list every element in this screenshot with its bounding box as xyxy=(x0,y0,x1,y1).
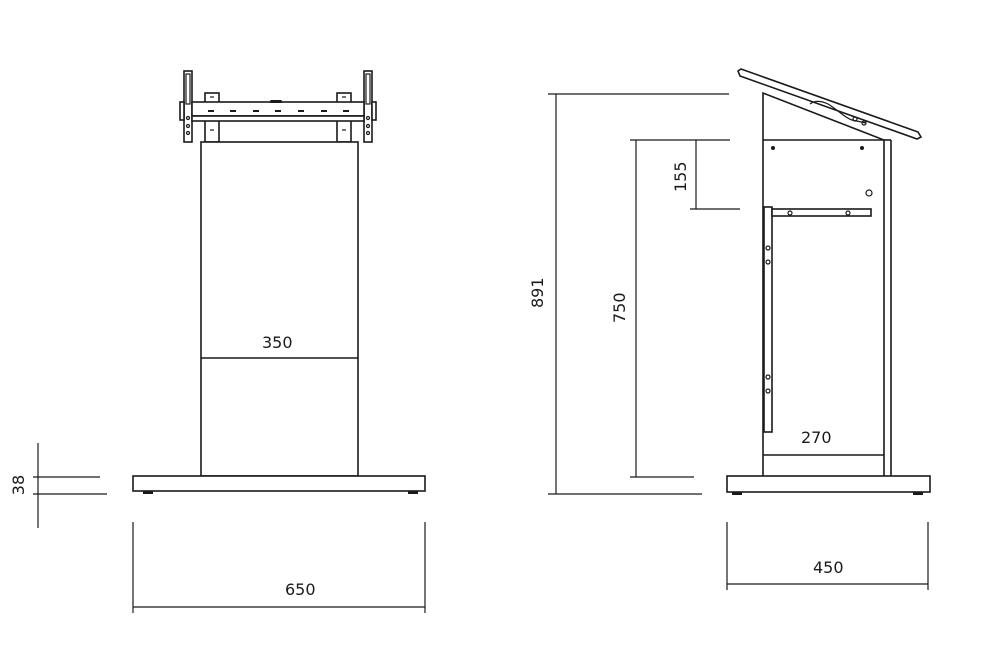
dimension-overall-height xyxy=(548,93,729,495)
label-desk-height: 750 xyxy=(610,292,629,323)
dimension-base-width xyxy=(132,522,426,613)
label-top-offset: 155 xyxy=(671,161,690,192)
side-view xyxy=(548,68,931,590)
tv-mount-bracket xyxy=(179,70,377,143)
side-base-plate xyxy=(726,475,931,495)
label-inner-depth: 270 xyxy=(801,428,832,447)
column xyxy=(200,141,359,477)
label-base-height: 38 xyxy=(9,474,28,496)
label-base-depth: 450 xyxy=(813,558,844,577)
sloped-desktop xyxy=(737,68,923,140)
dimension-desk-height xyxy=(630,139,730,478)
label-column-width: 350 xyxy=(262,333,293,352)
label-overall-height: 891 xyxy=(528,277,547,308)
dimension-top-offset xyxy=(690,140,740,210)
side-panel xyxy=(762,91,892,476)
front-view xyxy=(33,70,426,613)
label-base-width: 650 xyxy=(285,580,316,599)
shelf-bracket xyxy=(763,206,872,433)
base-plate xyxy=(132,475,426,494)
dimension-base-height xyxy=(33,443,107,528)
dimension-base-depth xyxy=(726,522,929,590)
